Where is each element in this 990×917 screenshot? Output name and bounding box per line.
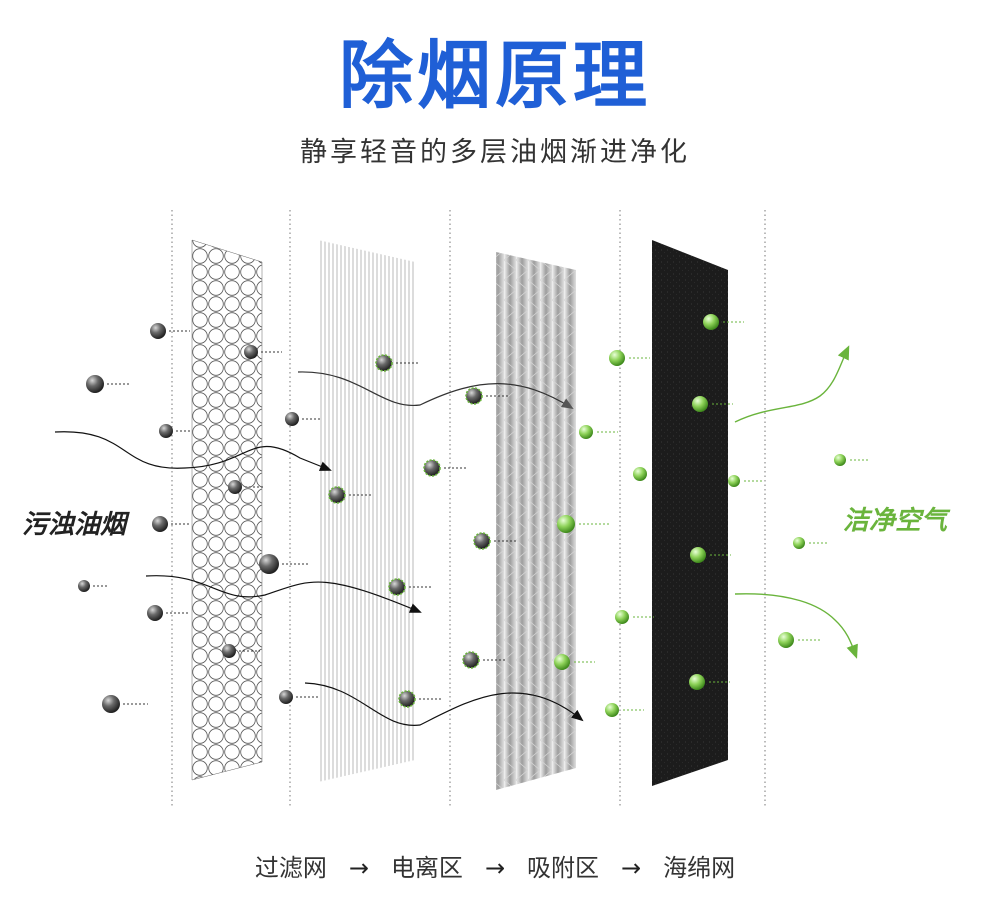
airflow-curve bbox=[54, 431, 332, 471]
ionized-particle bbox=[423, 459, 468, 477]
ionized-particle bbox=[462, 651, 507, 669]
clean-particle bbox=[728, 475, 764, 487]
clean-particle bbox=[609, 350, 650, 366]
filter-mesh-layer bbox=[191, 239, 263, 781]
sponge-layer bbox=[652, 240, 728, 786]
clean-particle bbox=[793, 537, 828, 549]
airflow-curve bbox=[297, 371, 574, 410]
ionized-particle bbox=[473, 532, 518, 550]
clean-particle bbox=[615, 610, 654, 624]
ionized-particle bbox=[388, 578, 433, 596]
dirty-smoke-label: 污浊油烟 bbox=[22, 510, 127, 540]
clean-particle bbox=[692, 396, 733, 412]
clean-particle bbox=[579, 425, 618, 439]
ionized-particle bbox=[375, 354, 420, 372]
airflow-curve bbox=[145, 575, 422, 613]
smoke-particle bbox=[244, 345, 282, 359]
smoke-particle bbox=[259, 554, 310, 574]
clean-particle bbox=[557, 515, 610, 533]
page-title: 除烟原理 bbox=[339, 33, 651, 119]
clean-particle bbox=[689, 674, 730, 690]
clean-particle bbox=[703, 314, 744, 330]
stage-filter-mesh: 过滤网 bbox=[254, 854, 327, 882]
smoke-particle bbox=[152, 516, 190, 532]
smoke-particle bbox=[147, 605, 188, 621]
ionized-particle bbox=[328, 486, 373, 504]
smoke-particle bbox=[150, 323, 190, 339]
right-arrow-icon: → bbox=[484, 854, 506, 882]
smoke-particle bbox=[228, 480, 265, 494]
smoke-particle bbox=[159, 424, 190, 438]
dotted-separators bbox=[171, 210, 766, 808]
smoke-particles bbox=[78, 323, 322, 713]
smoke-particle bbox=[78, 580, 108, 592]
airflow-curve bbox=[304, 682, 584, 726]
smoke-particle bbox=[86, 375, 130, 393]
clean-air-label: 洁净空气 bbox=[843, 506, 948, 536]
stage-sponge: 海绵网 bbox=[663, 854, 736, 882]
clean-particle bbox=[690, 547, 731, 563]
clean-air-curve bbox=[734, 345, 850, 423]
ionized-particle bbox=[398, 690, 443, 708]
smoke-particle bbox=[279, 690, 318, 704]
right-arrow-icon: → bbox=[348, 854, 369, 882]
clean-particle bbox=[778, 632, 822, 648]
adsorption-layer bbox=[496, 252, 576, 790]
right-arrow-icon: → bbox=[621, 854, 642, 882]
ionized-particles bbox=[328, 354, 518, 708]
ionization-layer bbox=[318, 240, 415, 782]
clean-particles bbox=[554, 314, 868, 717]
smoke-particle bbox=[222, 644, 260, 658]
stage-sequence: 过滤网 → 电离区 → 吸附区 → 海绵网 bbox=[0, 850, 990, 886]
smoke-particle bbox=[102, 695, 148, 713]
stage-ionization: 电离区 bbox=[390, 854, 463, 882]
clean-air-curve bbox=[734, 593, 858, 659]
ionized-particle bbox=[465, 387, 510, 405]
clean-particle bbox=[834, 454, 868, 466]
clean-particle bbox=[554, 654, 595, 670]
stage-adsorption: 吸附区 bbox=[527, 854, 600, 882]
filtration-diagram bbox=[54, 210, 868, 808]
page-subtitle: 静享轻音的多层油烟渐进净化 bbox=[300, 137, 690, 168]
clean-particle bbox=[605, 703, 644, 717]
smoke-particle bbox=[285, 412, 322, 426]
clean-particle bbox=[633, 467, 647, 481]
